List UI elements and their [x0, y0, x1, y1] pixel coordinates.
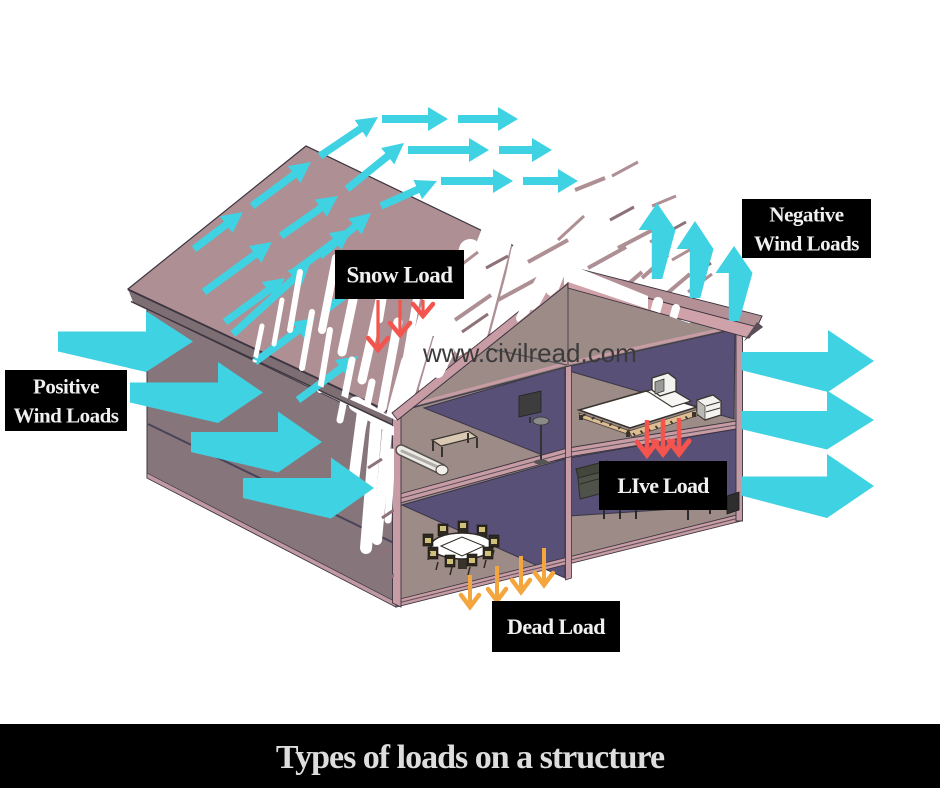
- svg-text:Wind Loads: Wind Loads: [14, 403, 119, 427]
- svg-text:Types of loads on a structure: Types of loads on a structure: [276, 739, 665, 776]
- svg-text:Wind Loads: Wind Loads: [754, 231, 859, 255]
- svg-text:Negative: Negative: [769, 202, 843, 226]
- svg-text:Positive: Positive: [33, 374, 99, 398]
- svg-text:Snow Load: Snow Load: [346, 263, 453, 288]
- svg-text:Dead Load: Dead Load: [507, 614, 605, 639]
- svg-text:www.civilread.com: www.civilread.com: [422, 338, 637, 368]
- svg-text:LIve Load: LIve Load: [617, 473, 709, 498]
